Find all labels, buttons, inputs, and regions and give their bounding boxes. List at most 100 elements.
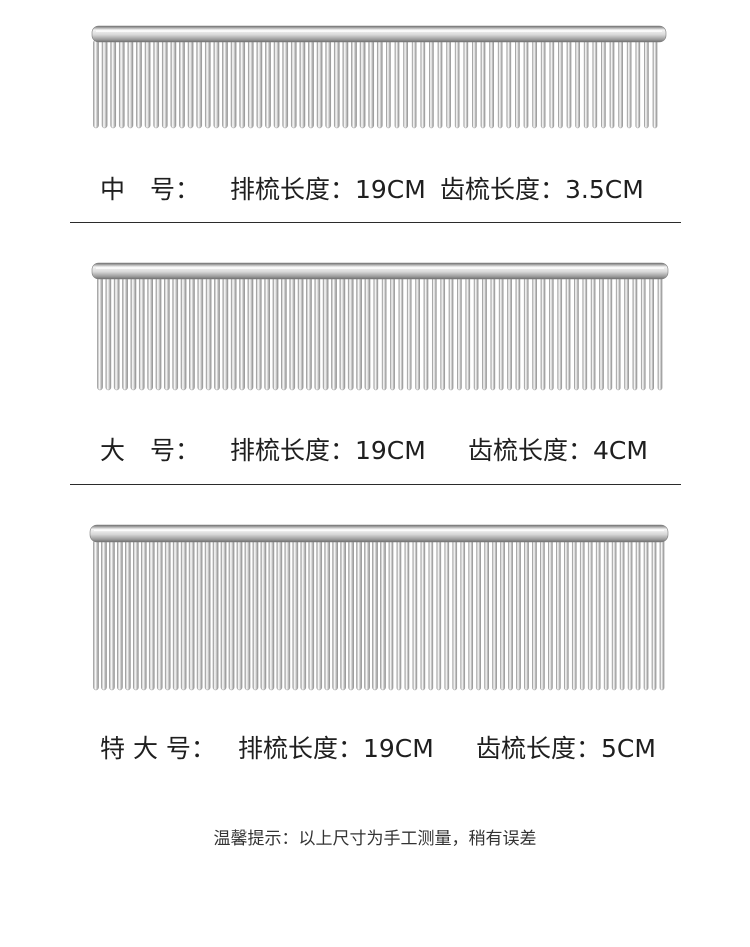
comb-section-extra-large: 特 大 号： 排梳长度：19CM 齿梳长度：5CM bbox=[0, 485, 750, 785]
comb-tooth bbox=[331, 276, 337, 391]
comb-tooth bbox=[452, 539, 458, 691]
comb-tooth bbox=[340, 539, 346, 691]
comb-tooth bbox=[575, 39, 580, 129]
comb-tooth bbox=[587, 539, 593, 691]
comb-tooth bbox=[508, 539, 513, 691]
comb-tooth bbox=[244, 539, 251, 691]
comb-tooth bbox=[308, 39, 314, 129]
comb-tooth bbox=[101, 539, 107, 691]
comb-tooth bbox=[147, 276, 154, 391]
comb-tooth bbox=[460, 539, 466, 691]
comb-tooth bbox=[651, 539, 657, 691]
comb-tooth bbox=[342, 39, 349, 129]
comb-tooth bbox=[113, 276, 120, 391]
comb-tooth bbox=[643, 539, 649, 691]
comb-tooth bbox=[489, 39, 494, 129]
comb-tooth bbox=[507, 276, 512, 391]
comb-tooth bbox=[140, 539, 147, 691]
comb-tooth bbox=[515, 39, 520, 129]
comb-tooth bbox=[372, 539, 378, 691]
comb-tooth bbox=[212, 539, 219, 691]
comb-tooth bbox=[188, 539, 195, 691]
comb-tooth bbox=[607, 276, 613, 391]
comb-tooth bbox=[322, 276, 329, 391]
comb-tooth bbox=[420, 39, 426, 129]
comb-tooth bbox=[558, 39, 563, 129]
comb-tooth bbox=[268, 539, 275, 691]
comb-tooth bbox=[506, 39, 512, 129]
comb-tooth bbox=[448, 276, 454, 391]
comb-section-medium: 中 号： 排梳长度：19CM 齿梳长度：3.5CM bbox=[0, 0, 750, 223]
comb-tooth bbox=[388, 539, 394, 691]
comb-tooth bbox=[204, 39, 211, 129]
comb-tooth bbox=[624, 276, 629, 391]
comb-tooth bbox=[153, 39, 160, 129]
comb-tooth bbox=[548, 276, 554, 391]
comb-teeth bbox=[93, 539, 665, 691]
comb-tooth bbox=[463, 39, 469, 129]
comb-tooth bbox=[498, 276, 504, 391]
comb-tooth bbox=[239, 276, 245, 391]
comb-tooth bbox=[230, 276, 237, 391]
comb-tooth bbox=[540, 276, 546, 391]
comb-tooth bbox=[316, 539, 323, 691]
comb-tooth bbox=[109, 539, 115, 691]
comb-tooth bbox=[657, 276, 663, 391]
comb-tooth bbox=[394, 39, 400, 129]
comb-tooth bbox=[118, 39, 125, 129]
comb-tooth bbox=[196, 39, 203, 129]
comb-tooth bbox=[125, 539, 131, 691]
comb-tooth bbox=[252, 539, 259, 691]
comb-tooth bbox=[172, 276, 179, 391]
comb-section-large: 大 号： 排梳长度：19CM 齿梳长度：4CM bbox=[0, 223, 750, 485]
comb-tooth bbox=[308, 539, 315, 691]
comb-tooth bbox=[272, 276, 279, 391]
comb-tooth bbox=[582, 276, 588, 391]
comb-tooth bbox=[523, 276, 529, 391]
comb-tooth bbox=[155, 276, 162, 391]
comb-tooth bbox=[144, 39, 151, 129]
comb-tooth bbox=[540, 539, 545, 691]
comb-tooth bbox=[523, 39, 529, 129]
size-label-large: 大 号： bbox=[100, 436, 201, 465]
comb-tooth bbox=[540, 39, 546, 129]
spec-line-large: 大 号： 排梳长度：19CM 齿梳长度：4CM bbox=[0, 435, 750, 467]
comb-tooth bbox=[170, 39, 177, 129]
comb-tooth bbox=[599, 276, 604, 391]
comb-tooth bbox=[571, 539, 577, 691]
comb-tooth bbox=[247, 39, 254, 129]
comb-tooth bbox=[356, 276, 362, 391]
row-length-large: 排梳长度：19CM bbox=[230, 436, 426, 465]
comb-tooth bbox=[180, 539, 187, 691]
comb-tooth bbox=[230, 39, 237, 129]
comb-tooth bbox=[482, 276, 487, 391]
comb-tooth bbox=[148, 539, 155, 691]
divider-1 bbox=[70, 222, 681, 223]
comb-tooth bbox=[187, 39, 194, 129]
comb-tooth bbox=[333, 39, 340, 129]
comb-tooth bbox=[138, 276, 145, 391]
comb-tooth bbox=[480, 39, 486, 129]
comb-tooth bbox=[290, 39, 297, 129]
comb-tooth bbox=[324, 539, 331, 691]
comb-tooth bbox=[549, 39, 555, 129]
comb-tooth bbox=[618, 39, 623, 129]
comb-tooth bbox=[130, 276, 137, 391]
comb-tooth bbox=[220, 539, 227, 691]
comb-tooth bbox=[484, 539, 489, 691]
comb-tooth bbox=[214, 276, 220, 391]
comb-tooth bbox=[93, 39, 99, 129]
comb-tooth bbox=[339, 276, 346, 391]
comb-tooth bbox=[431, 276, 437, 391]
comb-tooth bbox=[306, 276, 312, 391]
comb-tooth bbox=[440, 276, 446, 391]
comb-tooth bbox=[228, 539, 235, 691]
comb-tooth bbox=[97, 276, 103, 391]
comb-tooth bbox=[652, 39, 658, 129]
comb-tooth bbox=[255, 276, 262, 391]
comb-tooth bbox=[532, 539, 537, 691]
comb-tooth bbox=[359, 39, 366, 129]
comb-tooth bbox=[563, 539, 569, 691]
comb-tooth bbox=[180, 276, 187, 391]
comb-tooth bbox=[627, 539, 633, 691]
